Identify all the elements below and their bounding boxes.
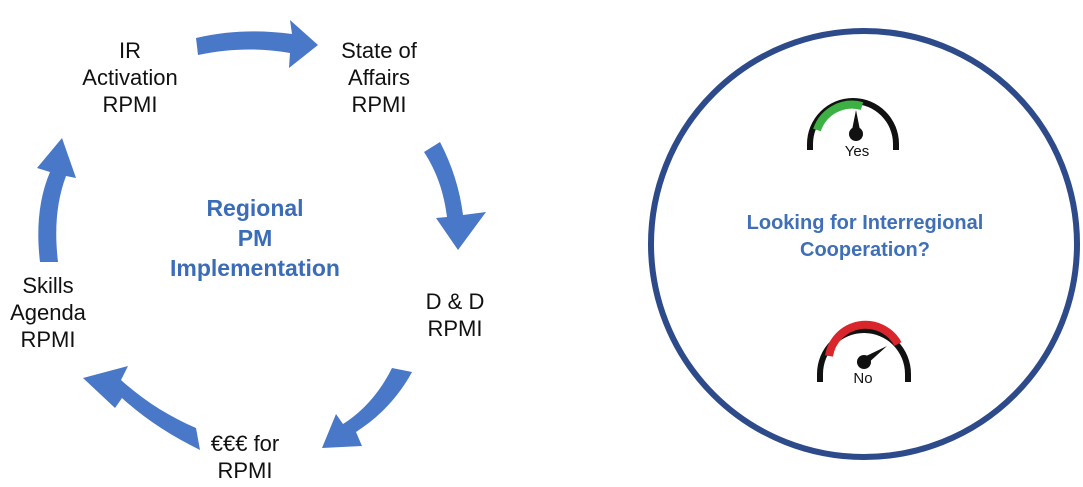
arrow-bottom-right	[322, 368, 412, 448]
gauge-no-arc	[825, 320, 902, 357]
arrow-left	[37, 138, 76, 262]
gauge-no	[817, 320, 911, 382]
question-circle	[648, 28, 1080, 460]
gauge-no-hub	[857, 355, 871, 369]
arrow-top	[196, 20, 318, 68]
gauge-yes	[807, 98, 899, 150]
arrow-bottom-left	[83, 366, 200, 450]
cooperation-question: Looking for Interregional Cooperation?	[746, 212, 984, 261]
node-state-of-affairs: State of Affairs RPMI	[341, 38, 417, 117]
gauge-yes-hub	[849, 127, 863, 141]
cycle-arrows	[37, 20, 486, 450]
gauge-yes-label: Yes	[844, 143, 870, 160]
node-euro-for-rpmi: €€€ for RPMI	[210, 431, 280, 483]
node-skills-agenda: Skills Agenda RPMI	[10, 273, 86, 352]
arrow-right	[424, 142, 486, 250]
gauge-yes-arc	[813, 100, 864, 132]
gauge-no-label: No	[853, 370, 873, 387]
node-d-and-d: D & D RPMI	[425, 289, 485, 341]
node-ir-activation: IR Activation RPMI	[82, 38, 178, 117]
cycle-center-title: Regional PM Implementation	[170, 195, 340, 281]
gauge-yes-needle	[852, 110, 860, 130]
